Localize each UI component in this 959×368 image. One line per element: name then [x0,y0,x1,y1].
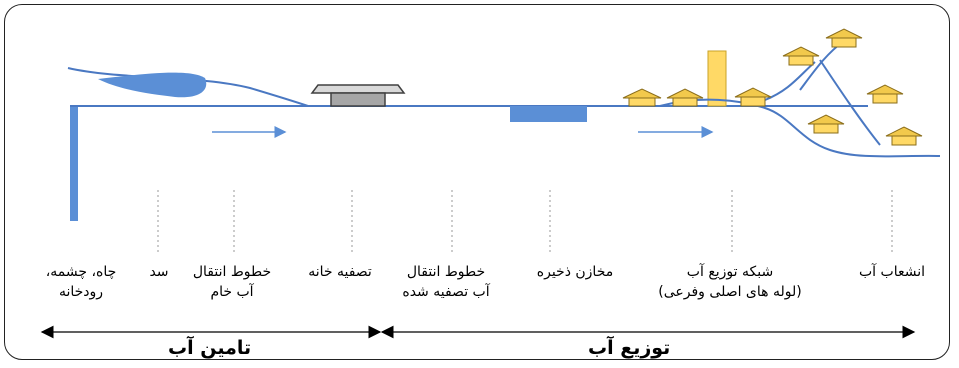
reservoir-lake [98,72,207,98]
section-supply: تامین آب [168,337,252,359]
section-distribution: توزیع آب [588,337,671,359]
treatment-plant-body [330,92,386,107]
terrain-line [67,67,309,107]
house-icon [866,84,904,104]
storage-tank [510,106,587,122]
label-branch: انشعاب آب [859,264,925,280]
label-network: شبکه توزیع آب (لوله های اصلی وفرعی) [658,264,802,300]
well-shaft [70,106,78,221]
branch-line-up1 [764,61,816,101]
label-treated-lines: خطوط انتقال آب تصفیه شده [402,264,490,300]
house-icon [734,87,772,107]
label-treatment: تصفیه خانه [308,264,372,280]
house-icon [622,88,662,107]
treatment-plant-roof [310,84,406,94]
diagram-frame [4,4,950,360]
branch-line-lower [659,98,941,158]
branch-line-down [819,59,881,146]
label-raw-lines: خطوط انتقال آب خام [192,264,272,300]
separators [157,190,893,252]
label-well: چاه، چشمه، رودخانه [45,264,117,300]
house-icon [666,88,704,107]
house-icon [807,114,845,134]
label-dam: سد [149,264,169,280]
label-storage: مخازن ذخیره [536,264,614,280]
house-icon [885,126,923,146]
house-icon [782,46,820,66]
house-icon [825,28,863,48]
water-tower [707,50,727,107]
